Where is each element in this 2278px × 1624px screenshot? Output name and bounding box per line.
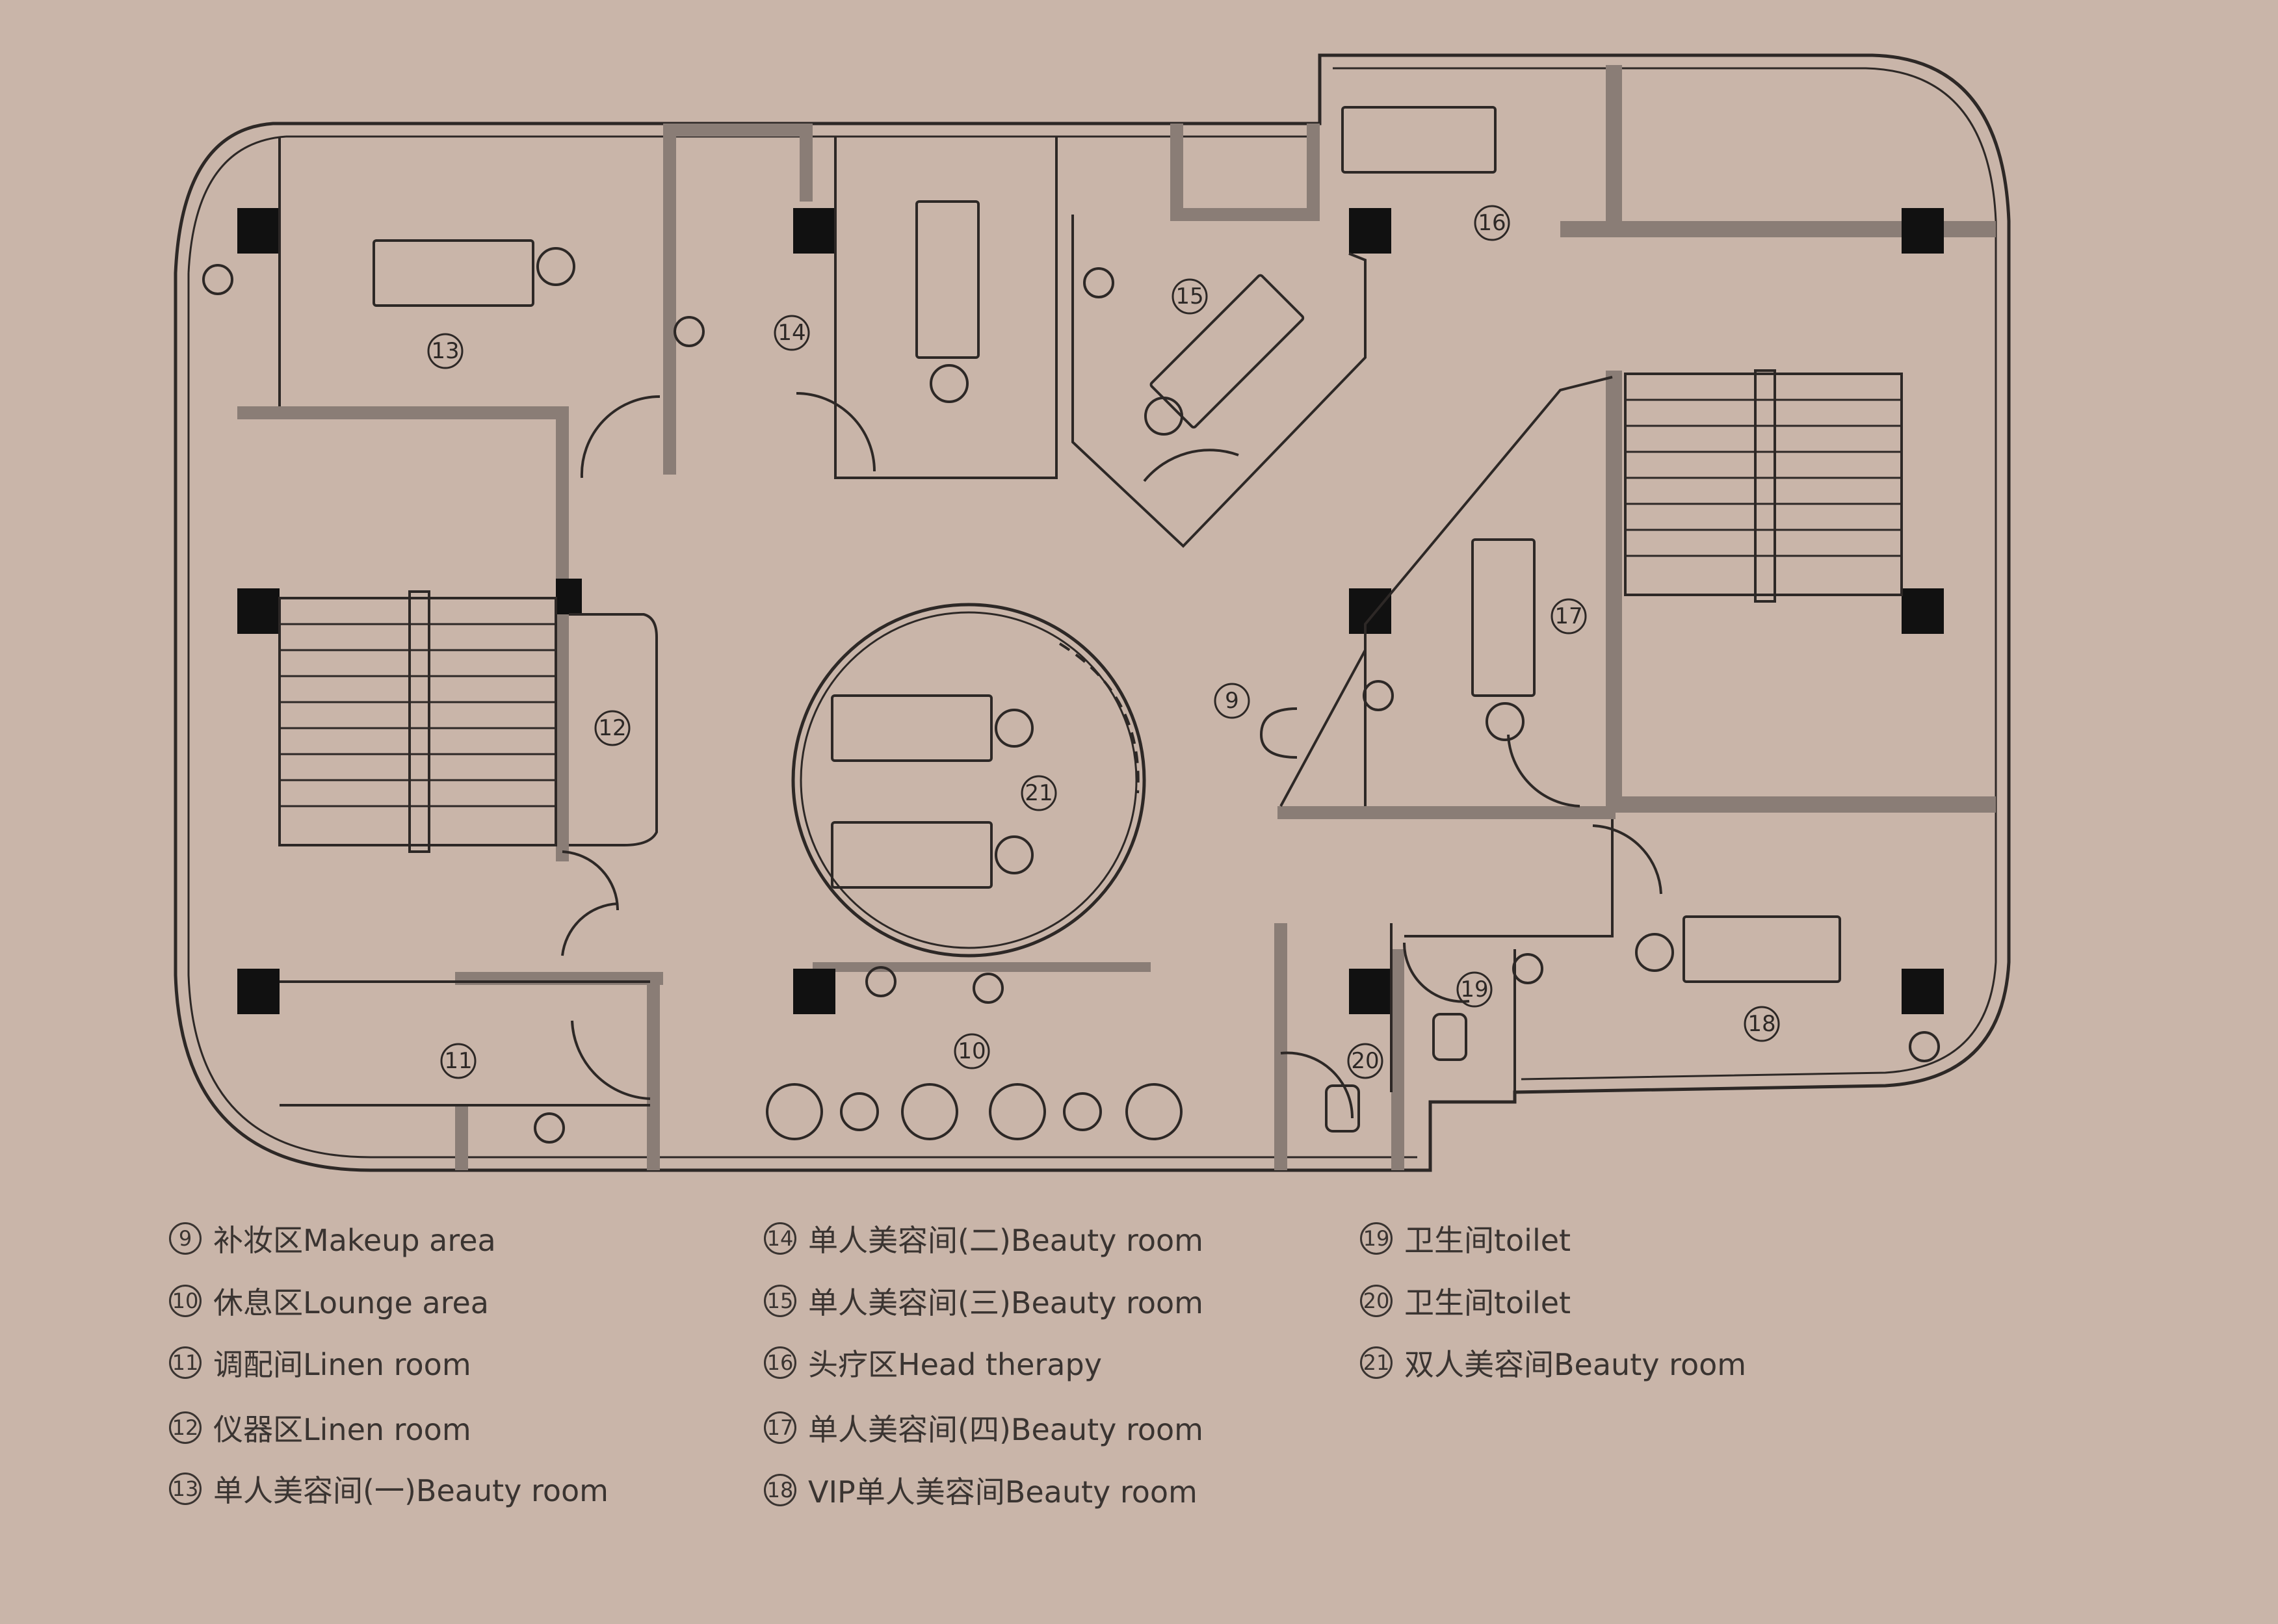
svg-text:15: 15 <box>1175 283 1203 309</box>
svg-text:20: 20 <box>1351 1048 1379 1074</box>
room-17-label: 17 <box>1551 598 1587 635</box>
outer-wall <box>174 53 2011 1172</box>
svg-text:14: 14 <box>778 320 805 346</box>
room-13-label: 13 <box>427 333 464 369</box>
svg-text:16: 16 <box>1478 210 1506 236</box>
room-9-label: 9 <box>1214 683 1250 719</box>
room-labels: 9 10 11 12 13 14 15 16 17 18 19 20 21 <box>427 205 1780 1079</box>
svg-text:19: 19 <box>1460 976 1488 1002</box>
svg-text:18: 18 <box>1748 1011 1775 1037</box>
svg-text:21: 21 <box>1025 780 1053 806</box>
room-12-label: 12 <box>594 710 631 746</box>
room-18-label: 18 <box>1744 1006 1780 1042</box>
room-11-label: 11 <box>440 1043 477 1079</box>
room-21-label: 21 <box>1021 775 1057 811</box>
svg-text:10: 10 <box>958 1038 986 1064</box>
svg-text:17: 17 <box>1554 603 1582 629</box>
room-20-label: 20 <box>1347 1043 1383 1079</box>
room-10-label: 10 <box>954 1033 990 1069</box>
room-14-label: 14 <box>774 315 810 351</box>
room-19-label: 19 <box>1456 971 1493 1008</box>
svg-text:11: 11 <box>444 1048 472 1074</box>
room-15-label: 15 <box>1172 278 1208 315</box>
room-16-label: 16 <box>1474 205 1510 241</box>
svg-text:12: 12 <box>598 715 626 741</box>
svg-text:9: 9 <box>1225 688 1239 714</box>
svg-text:13: 13 <box>431 338 459 364</box>
